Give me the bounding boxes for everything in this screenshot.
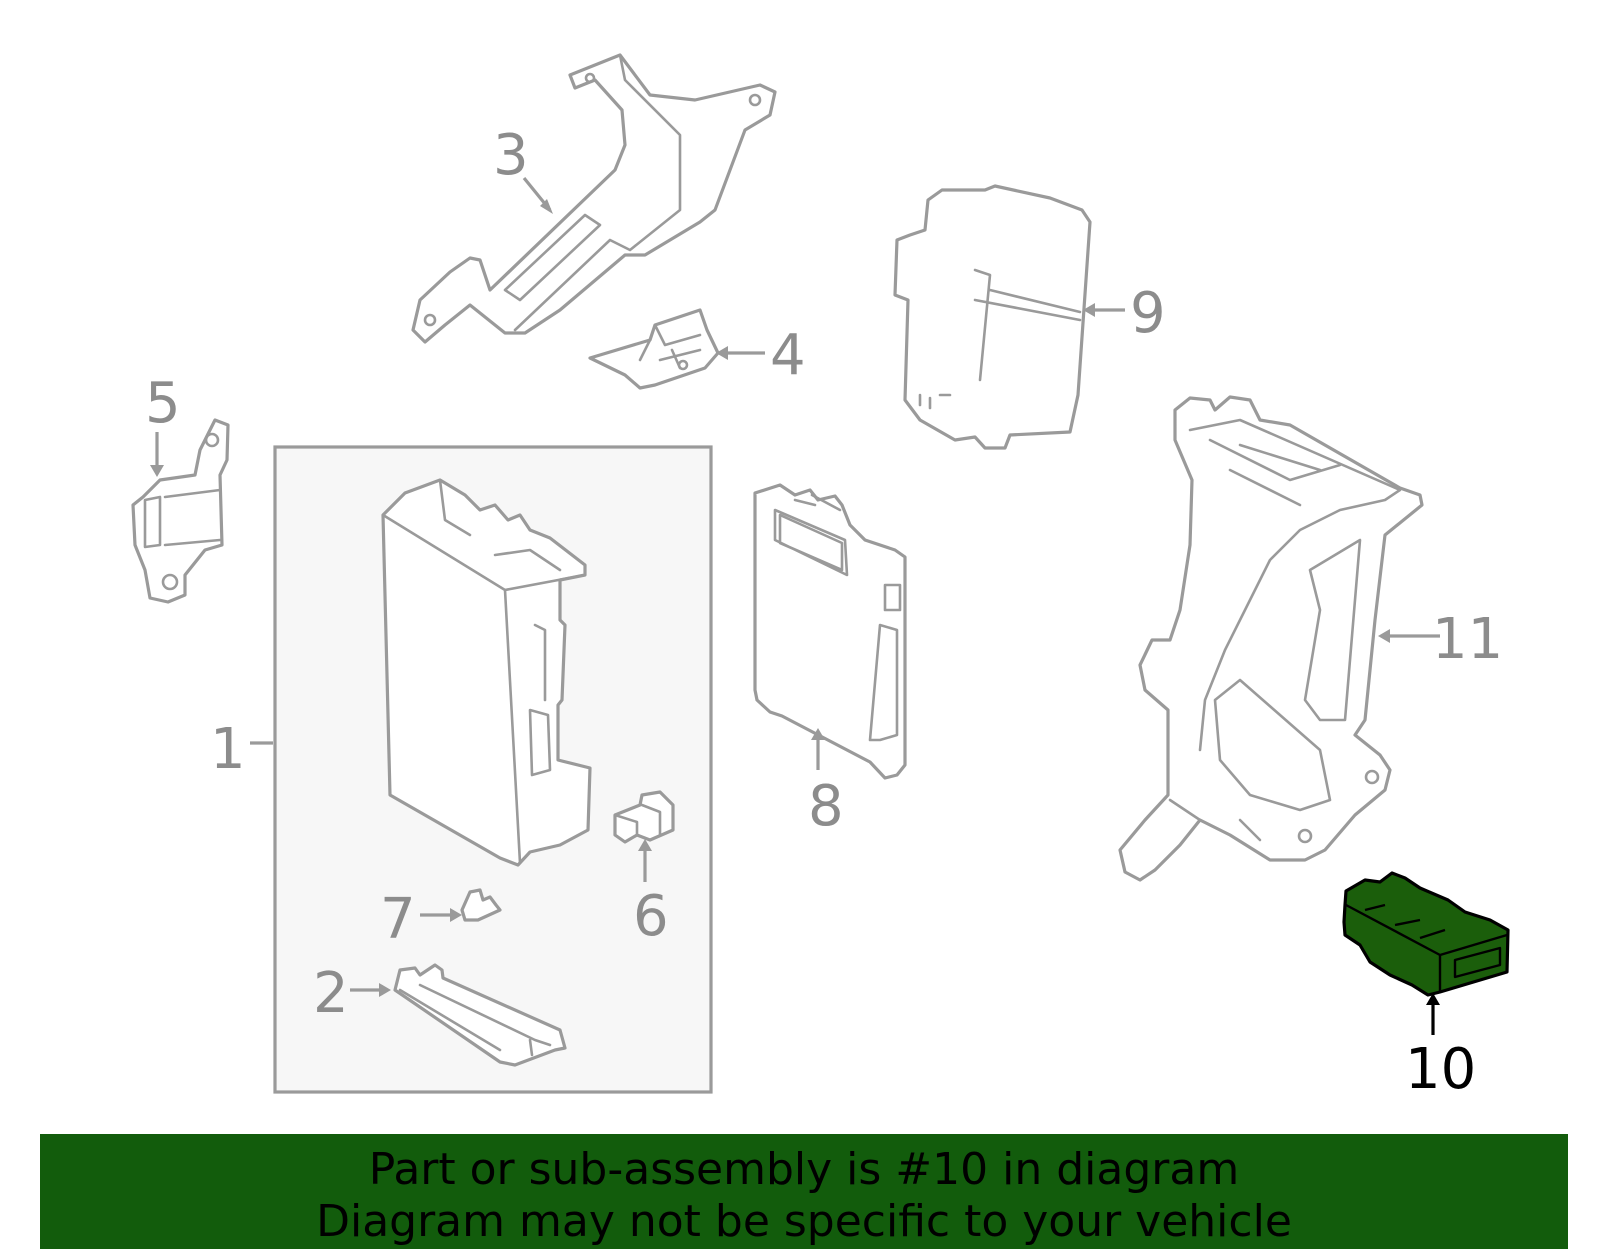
banner-line-1: Part or sub-assembly is #10 in diagram bbox=[368, 1144, 1240, 1195]
callout-11: 11 bbox=[1432, 607, 1503, 672]
callout-10: 10 bbox=[1405, 1037, 1476, 1102]
banner-line-2: Diagram may not be specific to your vehi… bbox=[316, 1196, 1292, 1247]
callout-4: 4 bbox=[770, 323, 806, 388]
part-6-connector[interactable] bbox=[613, 790, 675, 844]
callout-5: 5 bbox=[145, 371, 181, 436]
part-9-cover[interactable] bbox=[893, 184, 1092, 450]
callout-7: 7 bbox=[380, 887, 416, 952]
part-5-sensor[interactable] bbox=[131, 418, 230, 604]
callout-2: 2 bbox=[313, 961, 349, 1026]
part-4-clip[interactable] bbox=[588, 308, 720, 390]
part-10-module-highlighted[interactable] bbox=[1342, 871, 1510, 997]
part-3-bracket[interactable] bbox=[411, 53, 777, 344]
callout-8: 8 bbox=[808, 774, 844, 839]
part-11-frame[interactable] bbox=[1118, 395, 1424, 882]
part-1-control-unit[interactable] bbox=[381, 478, 592, 867]
part-2-cover-plate[interactable] bbox=[393, 963, 567, 1067]
info-banner: Part or sub-assembly is #10 in diagram D… bbox=[40, 1134, 1568, 1249]
callout-3: 3 bbox=[493, 123, 529, 188]
callout-1: 1 bbox=[210, 717, 246, 782]
part-7-clip[interactable] bbox=[460, 888, 502, 922]
part-8-module[interactable] bbox=[753, 483, 907, 780]
callout-6: 6 bbox=[633, 884, 669, 949]
callout-9: 9 bbox=[1130, 281, 1166, 346]
